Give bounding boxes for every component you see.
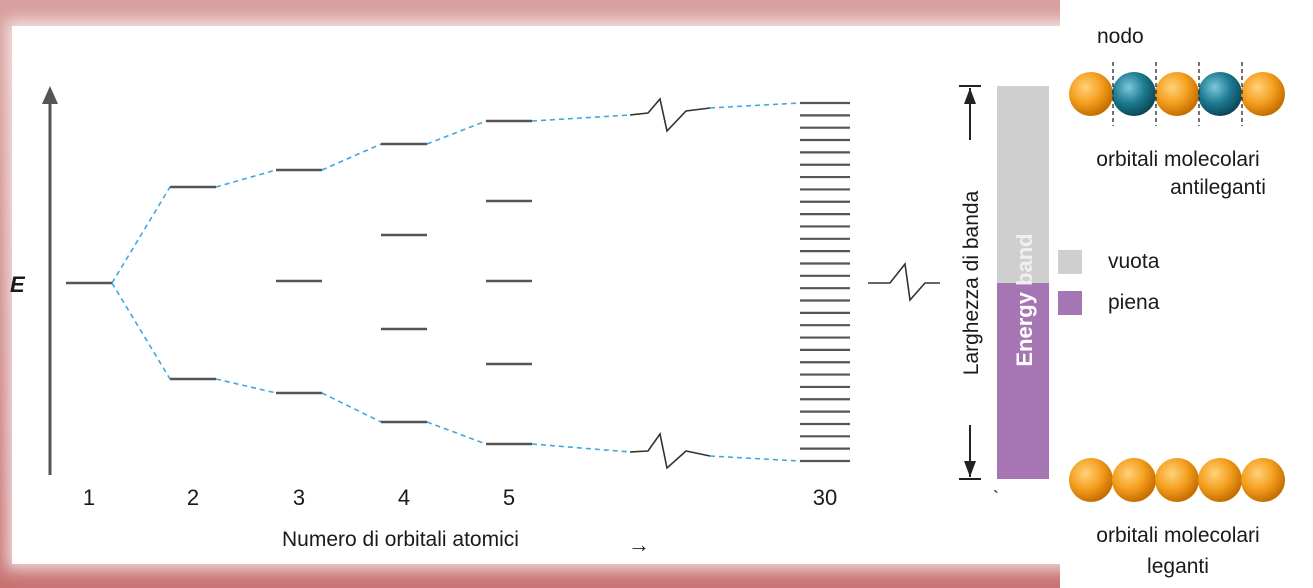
- antibonding-label-line2: antileganti: [1170, 176, 1266, 199]
- node-planes: [1112, 62, 1243, 126]
- atom-orange: [1069, 72, 1113, 116]
- dashed-connectors: [111, 102, 801, 462]
- band-filled-region: [997, 283, 1049, 479]
- band-vertical-text: Energy band: [1012, 233, 1037, 366]
- x-axis-label: Numero di orbitali atomici: [282, 528, 519, 551]
- atom-orange: [1241, 72, 1285, 116]
- energy-axis-arrowhead: [42, 86, 58, 104]
- band-empty-region: [997, 86, 1049, 283]
- bonding-orbital-atoms: [1069, 458, 1285, 502]
- tick-1: 1: [83, 485, 95, 510]
- x-tick-labels: 1 2 3 4 5 30: [83, 485, 837, 510]
- atom-teal: [1112, 72, 1156, 116]
- atom-orange: [1155, 458, 1199, 502]
- legend-swatch-filled: [1058, 291, 1082, 315]
- axis-breaks: [629, 97, 940, 470]
- bonding-label-line1: orbitali molecolari: [1096, 524, 1259, 547]
- atom-orange: [1198, 458, 1242, 502]
- antibonding-label-line1: orbitali molecolari: [1096, 148, 1259, 171]
- node-label: nodo: [1097, 25, 1144, 48]
- bandwidth-label: Larghezza di banda: [960, 190, 983, 375]
- bonding-label-line2: leganti: [1147, 555, 1209, 578]
- atom-orange: [1241, 458, 1285, 502]
- diagram-panel: [12, 26, 1070, 564]
- atom-teal: [1198, 72, 1242, 116]
- band-backtick: `: [993, 488, 999, 508]
- tick-5: 5: [503, 485, 515, 510]
- bandwidth-arrow-bottom: [964, 461, 976, 477]
- legend-label-empty: vuota: [1108, 250, 1160, 273]
- band-text-energy: Energy: [1012, 291, 1037, 366]
- legend-label-filled: piena: [1108, 291, 1160, 314]
- tick-2: 2: [187, 485, 199, 510]
- energy-levels: [66, 119, 532, 446]
- tick-3: 3: [293, 485, 305, 510]
- legend-swatch-empty: [1058, 250, 1082, 274]
- atom-orange: [1112, 458, 1156, 502]
- energy-label: E: [10, 272, 26, 297]
- antibonding-orbital-atoms: [1069, 72, 1285, 116]
- tick-30: 30: [813, 485, 837, 510]
- x-axis-arrow: →: [628, 532, 650, 557]
- levels-n30: [800, 101, 850, 463]
- band-text-band: band: [1012, 233, 1037, 292]
- atom-orange: [1069, 458, 1113, 502]
- atom-orange: [1155, 72, 1199, 116]
- bandwidth-arrow-top: [964, 88, 976, 104]
- tick-4: 4: [398, 485, 410, 510]
